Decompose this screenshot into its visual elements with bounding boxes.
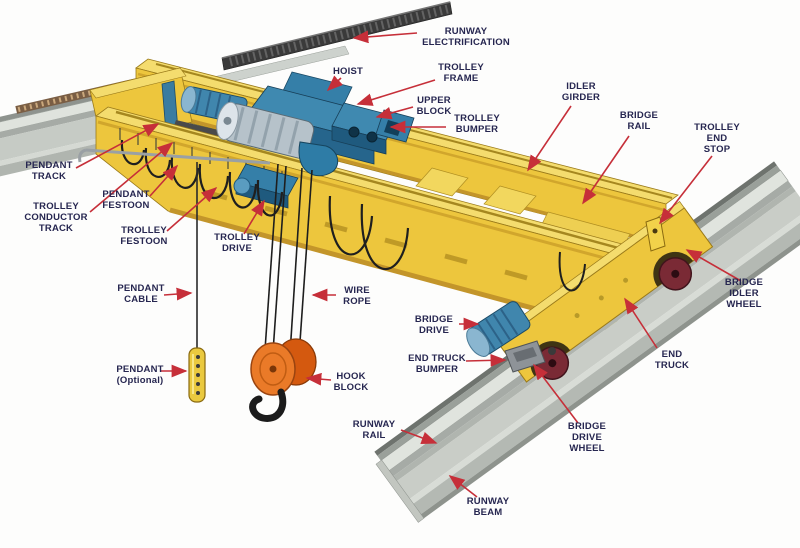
arrow-pendant-cable — [163, 287, 193, 301]
label-runway-electrification: RUNWAY ELECTRIFICATION — [422, 26, 510, 48]
arrow-end-truck — [624, 297, 658, 349]
arrow-idler-girder — [527, 105, 572, 172]
bridge-rail-near — [115, 110, 649, 258]
trolley-end-stop-shape — [645, 216, 666, 252]
pendant-assembly — [188, 162, 206, 403]
arrow-pendant-track — [75, 123, 160, 169]
arrow-bridge-idler-wheel — [685, 249, 742, 282]
label-end-truck-bumper: END TRUCK BUMPER — [408, 353, 466, 375]
label-hook-block: HOOK BLOCK — [333, 371, 369, 393]
label-idler-girder: IDLER GIRDER — [561, 81, 601, 103]
arrow-runway-rail — [400, 429, 438, 444]
label-hoist: HOIST — [332, 66, 364, 77]
arrow-runway-beam — [448, 475, 478, 498]
label-bridge-idler-wheel: BRIDGE IDLER WHEEL — [724, 277, 764, 310]
label-pendant-track: PENDANT TRACK — [25, 160, 73, 182]
label-trolley-frame: TROLLEY FRAME — [438, 62, 484, 84]
label-bridge-rail: BRIDGE RAIL — [619, 110, 659, 132]
end-truck-shape — [493, 201, 714, 383]
arrow-upper-block — [375, 106, 414, 120]
arrow-pendant-festoon — [149, 164, 179, 197]
label-trolley-drive: TROLLEY DRIVE — [214, 232, 260, 254]
arrow-runway-electrification — [352, 30, 418, 44]
label-bridge-drive: BRIDGE DRIVE — [414, 314, 454, 336]
trolley-hoist-assembly — [216, 71, 415, 209]
arrow-trolley-festoon — [166, 186, 218, 232]
arrow-trolley-drive — [243, 199, 265, 235]
runway-electrification-rail — [221, 1, 453, 71]
label-runway-rail: RUNWAY RAIL — [352, 419, 396, 441]
arrow-trolley-end-stop — [659, 155, 713, 225]
label-bridge-drive-wheel: BRIDGE DRIVE WHEEL — [567, 421, 607, 454]
bridge-rail-far — [155, 63, 673, 199]
pendant-track-rod — [78, 148, 271, 165]
label-wire-rope: WIRE ROPE — [343, 285, 371, 307]
axle-cap-dot — [548, 347, 556, 355]
arrow-end-truck-bumper — [465, 353, 507, 367]
hoist-drum — [216, 101, 315, 159]
bridge-drive-motor — [466, 301, 531, 357]
arrow-bridge-rail — [582, 135, 630, 205]
arrow-trolley-frame — [356, 79, 436, 106]
label-pendant-cable: PENDANT CABLE — [117, 283, 165, 305]
trolley-festoon-loop — [328, 195, 374, 256]
rope-guide — [298, 141, 339, 177]
arrow-trolley-conductor-track — [89, 141, 174, 213]
label-pendant-festoon: PENDANT FESTOON — [102, 189, 150, 211]
callout-arrows — [75, 30, 742, 498]
label-trolley-conductor-track: TROLLEY CONDUCTOR TRACK — [24, 201, 88, 234]
arrow-hoist — [326, 75, 343, 92]
label-end-truck: END TRUCK — [654, 349, 690, 371]
label-trolley-festoon: TROLLEY FESTOON — [120, 225, 168, 247]
hook-block-shape — [249, 338, 317, 422]
wire-ropes — [264, 163, 313, 357]
label-trolley-end-stop: TROLLEY END STOP — [694, 122, 740, 155]
label-trolley-bumper: TROLLEY BUMPER — [454, 113, 500, 135]
label-runway-beam: RUNWAY BEAM — [466, 496, 510, 518]
label-upper-block: UPPER BLOCK — [416, 95, 452, 117]
label-pendant-optional: PENDANT (Optional) — [116, 364, 164, 386]
hook-shape — [249, 388, 287, 422]
arrow-bridge-drive-wheel — [533, 363, 579, 424]
arrow-hook-block — [305, 372, 332, 386]
